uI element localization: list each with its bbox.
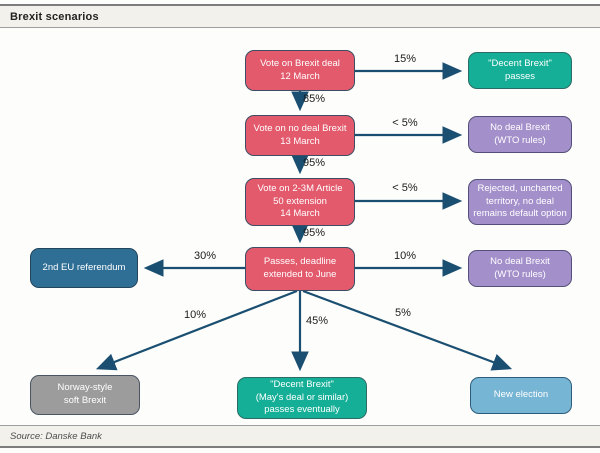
edge-label-no-deal-passes: < 5% [392, 117, 418, 129]
node-decent-brexit-eventually: "Decent Brexit" (May's deal or similar) … [237, 377, 367, 419]
edge-label-to-election: 5% [395, 307, 411, 319]
node-vote-brexit-deal: Vote on Brexit deal 12 March [245, 50, 355, 91]
source-bar: Source: Danske Bank [0, 425, 600, 448]
edge-label-extension-fails: < 5% [392, 182, 418, 194]
node-no-deal-wto-1: No deal Brexit (WTO rules) [468, 116, 572, 153]
edge-label-to-referendum: 30% [193, 250, 217, 262]
edge-label-to-norway: 10% [183, 309, 207, 321]
node-second-referendum: 2nd EU referendum [30, 248, 138, 288]
node-new-election: New election [470, 377, 572, 414]
node-norway-style: Norway-style soft Brexit [30, 375, 140, 415]
edge-label-no-deal-fails: 95% [303, 157, 326, 169]
source-text: Source: Danske Bank [10, 430, 102, 442]
node-vote-no-deal: Vote on no deal Brexit 13 March [245, 115, 355, 156]
page-title: Brexit scenarios [10, 10, 99, 23]
node-rejected-uncharted: Rejected, uncharted territory, no deal r… [468, 179, 572, 225]
edge-label-deal-passes: 15% [393, 53, 417, 65]
arrow-to-election [302, 289, 513, 371]
edge-label-to-decent: 45% [305, 315, 329, 327]
node-vote-extension: Vote on 2-3M Article 50 extension 14 Mar… [245, 178, 355, 226]
node-passes-extended: Passes, deadline extended to June [245, 247, 355, 291]
arrow-to-norway [95, 289, 298, 371]
chart-title-bar: Brexit scenarios [0, 4, 600, 28]
edge-label-extension-passes: 95% [303, 227, 326, 239]
node-decent-brexit-passes: "Decent Brexit" passes [468, 52, 572, 89]
edge-label-deal-fails: 85% [303, 93, 326, 105]
node-no-deal-wto-2: No deal Brexit (WTO rules) [468, 250, 572, 287]
edge-label-to-no-deal: 10% [393, 250, 417, 262]
